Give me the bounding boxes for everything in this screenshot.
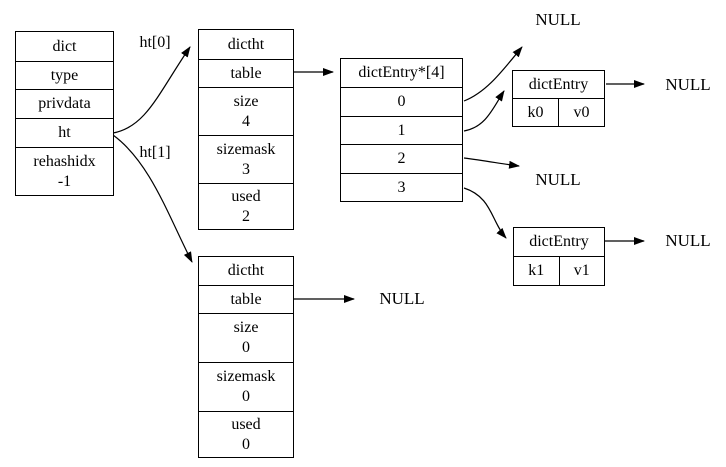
edge-ht0-arrow xyxy=(112,46,191,134)
bucket-slot-2-label: 2 xyxy=(397,150,406,167)
dict-field-rehashidx-label: rehashidx xyxy=(33,152,96,170)
edge-slot3-to-entry1-arrow xyxy=(463,187,507,239)
dict-field-ht-label: ht xyxy=(58,124,71,141)
edge-slot2-to-null-arrow xyxy=(463,157,520,169)
dictht1-used-label: used xyxy=(231,415,261,433)
dictht1-title-row: dictht xyxy=(199,257,293,285)
bucket-slot-3: 3 xyxy=(341,173,462,201)
dictentry0-title: dictEntry xyxy=(528,75,589,93)
dictht0-sizemask-value: 3 xyxy=(242,160,250,178)
dictht0-field-sizemask: sizemask 3 xyxy=(199,135,293,183)
dictht0-table-label: table xyxy=(230,64,262,82)
dictht1-sizemask-label: sizemask xyxy=(216,368,276,385)
dict-field-rehashidx-value: -1 xyxy=(57,172,72,190)
dictht0-used-value: 2 xyxy=(242,207,250,225)
bucket-slot-0-label: 0 xyxy=(397,93,406,110)
dictht1-size-value: 0 xyxy=(242,339,250,356)
dictht0-field-size: size 4 xyxy=(199,87,293,135)
edge-label-ht0: ht[0] xyxy=(139,34,171,51)
null-label-slot2: NULL xyxy=(535,170,581,189)
dictht1-table-label: table xyxy=(230,290,262,308)
dictht1-field-table: table xyxy=(199,285,293,313)
bucket-slot-2: 2 xyxy=(341,144,462,173)
dictht1-size-label: size xyxy=(233,319,259,336)
dictentry1-title-row: dictEntry xyxy=(514,228,604,256)
dictentry1-value-cell: v1 xyxy=(558,257,605,285)
dictht0-box: dictht table size 4 sizemask 3 used 2 xyxy=(198,29,294,230)
bucket-slot-3-label: 3 xyxy=(397,178,406,196)
dictentry0-kv-row: k0 v0 xyxy=(513,98,604,126)
dict-field-type: type xyxy=(16,61,113,89)
dictht1-sizemask-value: 0 xyxy=(242,388,250,405)
dictentry1-box: dictEntry k1 v1 xyxy=(513,227,605,286)
dict-field-privdata-label: privdata xyxy=(38,95,91,112)
dictht0-title-row: dictht xyxy=(199,30,293,59)
dictht1-used-value: 0 xyxy=(242,435,250,453)
bucket-slot-1-label: 1 xyxy=(397,121,406,139)
null-label-entry1-next: NULL xyxy=(665,231,711,250)
dictht1-title: dictht xyxy=(227,262,265,279)
dictentry1-key-cell: k1 xyxy=(528,262,545,279)
dict-title: dict xyxy=(52,37,77,55)
dictht0-size-label: size xyxy=(233,92,259,110)
dictht0-sizemask-label: sizemask xyxy=(216,140,276,158)
bucket-array-box: dictEntry*[4] 0 1 2 3 xyxy=(340,58,463,202)
dictht1-box: dictht table size 0 sizemask 0 used 0 xyxy=(198,256,294,458)
dictht0-used-label: used xyxy=(231,187,261,205)
bucket-array-title-row: dictEntry*[4] xyxy=(341,59,462,87)
dict-struct-box: dict type privdata ht rehashidx -1 xyxy=(15,31,114,196)
dictht0-field-table: table xyxy=(199,59,293,87)
null-label-slot0: NULL xyxy=(535,10,581,29)
dictht1-field-sizemask: sizemask 0 xyxy=(199,362,293,411)
dictentry0-title-row: dictEntry xyxy=(513,71,604,98)
bucket-slot-0: 0 xyxy=(341,87,462,116)
dict-field-rehashidx: rehashidx -1 xyxy=(16,147,113,195)
dictht1-field-used: used 0 xyxy=(199,411,293,457)
dict-field-type-label: type xyxy=(50,66,79,84)
dictentry1-kv-row: k1 v1 xyxy=(514,256,604,285)
dictht0-title: dictht xyxy=(227,35,265,53)
edge-label-ht1: ht[1] xyxy=(139,144,171,161)
null-label-ht1-table: NULL xyxy=(379,289,425,308)
edge-slot1-to-entry0-arrow xyxy=(463,90,505,132)
dictentry1-title: dictEntry xyxy=(529,233,589,250)
null-label-entry0-next: NULL xyxy=(665,75,711,94)
bucket-array-title: dictEntry*[4] xyxy=(358,64,445,81)
dictentry0-value-cell: v0 xyxy=(558,99,604,126)
dictht0-field-used: used 2 xyxy=(199,183,293,229)
dict-field-ht: ht xyxy=(16,118,113,147)
dictentry0-box: dictEntry k0 v0 xyxy=(512,70,605,127)
dictentry0-key-cell: k0 xyxy=(527,103,544,121)
dictht0-size-value: 4 xyxy=(242,112,250,130)
dictht1-field-size: size 0 xyxy=(199,313,293,362)
dict-title-row: dict xyxy=(16,32,113,61)
dict-field-privdata: privdata xyxy=(16,89,113,118)
bucket-slot-1: 1 xyxy=(341,116,462,144)
